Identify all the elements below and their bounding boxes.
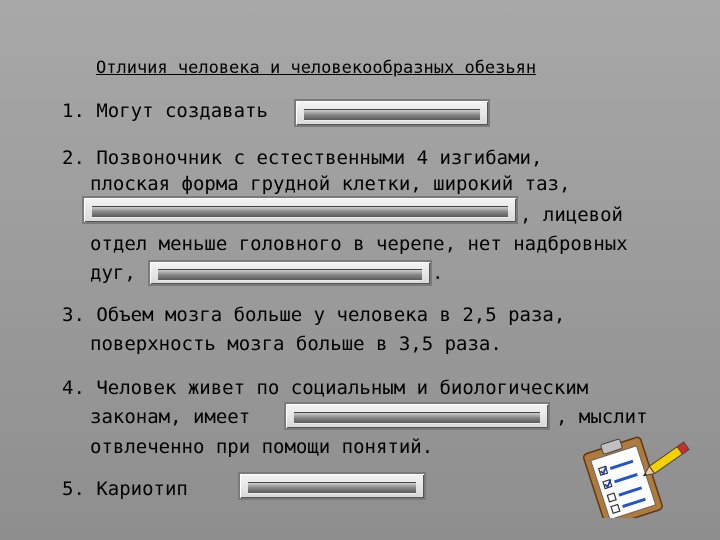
answer-blank-2[interactable] [82,196,518,224]
item-5-text: 5. Кариотип [62,478,188,500]
item-2-line-2: плоская форма грудной клетки, широкий та… [90,173,571,195]
answer-blank-1[interactable] [294,99,490,127]
answer-blank-3[interactable] [148,260,432,286]
item-2-line-5b: . [432,262,444,284]
item-2-line-5a: дуг, [90,262,136,284]
slide-title: Отличия человека и человекообразных обез… [96,58,537,78]
item-2-line-1: 2. Позвоночник с естественными 4 изгибам… [62,147,543,169]
item-3-line-1: 3. Объем мозга больше у человека в 2,5 р… [62,304,566,326]
item-4-line-3: отвлеченно при помощи понятий. [90,436,434,458]
answer-blank-4[interactable] [284,402,550,430]
item-3-line-2: поверхность мозга больше в 3,5 раза. [90,333,502,355]
item-4-line-1: 4. Человек живет по социальным и биологи… [62,377,589,399]
item-4-line-2b: , мыслит [556,406,648,428]
item-1-text: 1. Могут создавать [62,100,268,122]
item-2-line-3: , лицевой [520,204,623,226]
item-2-line-4: отдел меньше головного в черепе, нет над… [90,233,628,255]
item-4-line-2a: законам, имеет [90,406,251,428]
clipboard-checklist-icon [582,436,690,518]
answer-blank-5[interactable] [238,472,426,500]
